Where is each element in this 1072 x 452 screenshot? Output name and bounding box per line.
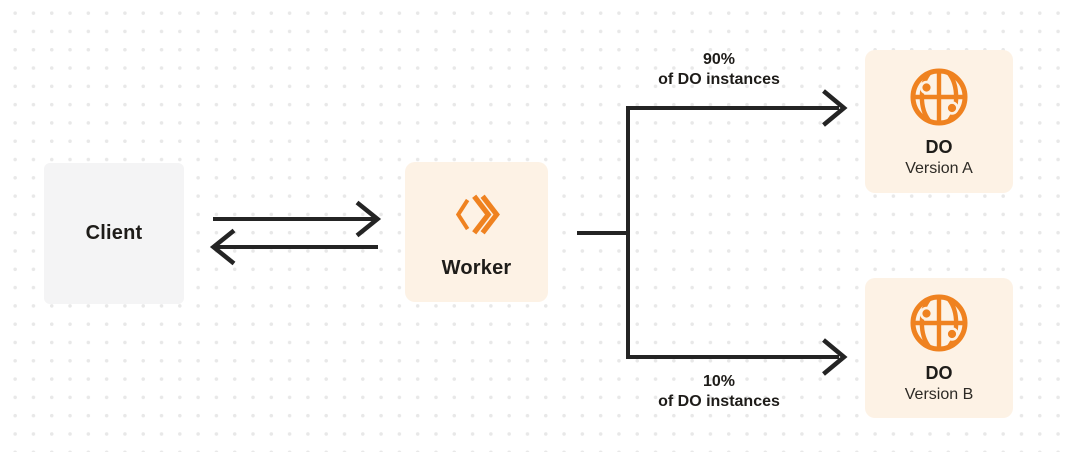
branch-top-percent: 90% (702, 51, 736, 68)
do-b-title: DO (925, 363, 953, 383)
worker-label: Worker (441, 256, 512, 279)
arrow-branch-top-head (822, 89, 848, 127)
arrow-client-to-worker-head (355, 200, 382, 238)
do-version-a-node: DO Version A (865, 50, 1013, 193)
do-a-subtitle: Version A (905, 159, 973, 177)
do-version-b-node: DO Version B (865, 278, 1013, 418)
branch-bottom-caption: of DO instances (658, 393, 780, 410)
branch-bottom-label: 10% of DO instances (609, 372, 829, 412)
client-label: Client (85, 222, 143, 244)
client-node: Client (44, 163, 184, 304)
do-b-subtitle: Version B (904, 386, 974, 403)
arrow-branch-bottom-head (822, 338, 848, 376)
cloudflare-workers-icon (455, 194, 500, 234)
do-a-title: DO (925, 136, 953, 157)
durable-object-globe-icon (910, 68, 968, 125)
branch-top-caption: of DO instances (658, 71, 780, 88)
worker-node: Worker (405, 162, 548, 302)
branch-bottom-percent: 10% (702, 373, 736, 390)
branch-fork-line (626, 106, 839, 359)
branch-top-label: 90% of DO instances (609, 50, 829, 90)
arrow-worker-to-client-head (209, 228, 236, 266)
durable-object-globe-icon (910, 294, 968, 352)
